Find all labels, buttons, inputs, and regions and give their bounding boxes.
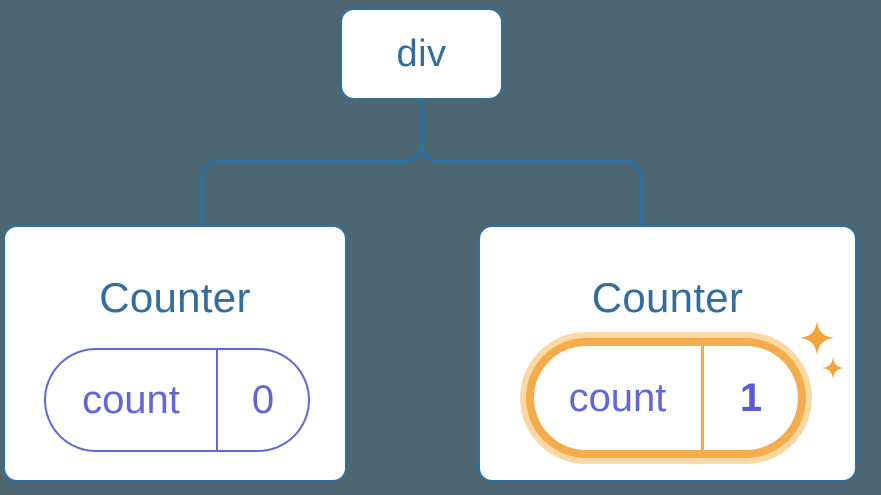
component-title: Counter (591, 274, 744, 321)
state-value: 0 (251, 377, 275, 422)
root-node: div (340, 8, 503, 100)
state-value: 1 (739, 375, 763, 420)
state-pill-highlighted: count 1 (526, 338, 806, 458)
state-pill: count 0 (44, 348, 310, 452)
sparkle-large-icon (800, 321, 834, 355)
state-key-label: count (534, 346, 704, 450)
root-node-label: div (396, 32, 447, 75)
component-card-counter-2: Counter count 1 (478, 225, 857, 482)
sparkle-small-icon (822, 357, 844, 379)
component-title: Counter (99, 274, 251, 321)
component-card-counter-1: Counter count 0 (3, 225, 347, 482)
state-key-label: count (46, 350, 218, 450)
connector-path-left (199, 99, 424, 227)
sparkles-icon (800, 321, 844, 379)
connector-path-right (419, 141, 644, 227)
